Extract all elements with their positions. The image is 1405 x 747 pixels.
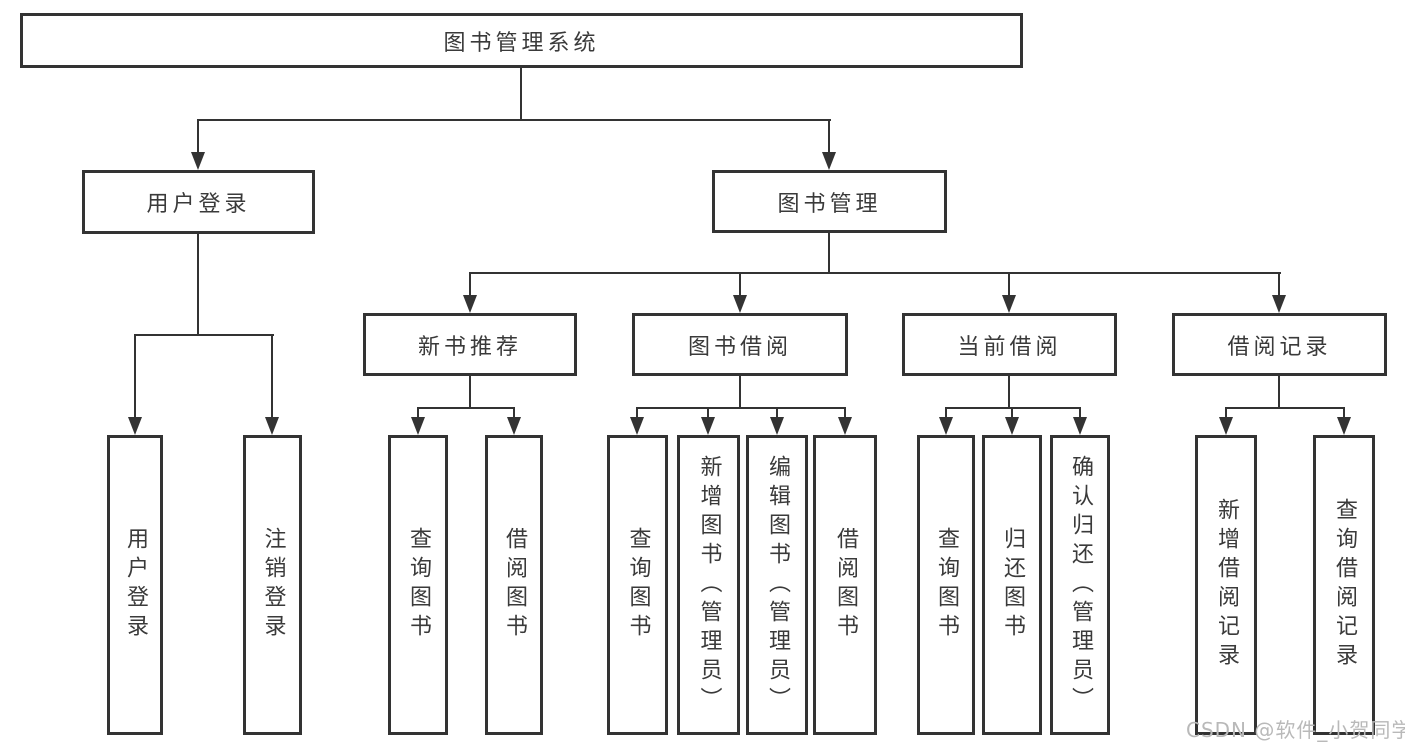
- connector-line: [636, 407, 638, 419]
- connector-line: [134, 334, 136, 418]
- connector-line: [469, 272, 1281, 274]
- connector-line: [469, 272, 471, 296]
- arrow-down-icon: [1272, 295, 1286, 313]
- arrow-down-icon: [191, 152, 205, 170]
- arrow-down-icon: [128, 417, 142, 435]
- leaf-add-books-admin: 新增图书（管理员）: [677, 435, 740, 735]
- connector-line: [1079, 407, 1081, 419]
- leaf-return-books: 归还图书: [982, 435, 1042, 735]
- arrow-down-icon: [507, 417, 521, 435]
- connector-line: [417, 407, 515, 409]
- node-book-management: 图书管理: [712, 170, 947, 233]
- connector-line: [1011, 407, 1013, 419]
- leaf-query-books-current: 查询图书: [917, 435, 975, 735]
- arrow-down-icon: [701, 417, 715, 435]
- connector-line: [636, 407, 846, 409]
- node-root: 图书管理系统: [20, 13, 1023, 68]
- connector-line: [197, 119, 831, 121]
- leaf-borrow-books-borrowing: 借阅图书: [813, 435, 877, 735]
- arrow-down-icon: [770, 417, 784, 435]
- leaf-query-borrow-record: 查询借阅记录: [1313, 435, 1375, 735]
- node-borrowing-records: 借阅记录: [1172, 313, 1387, 376]
- arrow-down-icon: [939, 417, 953, 435]
- connector-line: [945, 407, 1081, 409]
- connector-line: [520, 68, 522, 121]
- connector-line: [739, 272, 741, 296]
- connector-line: [197, 119, 199, 153]
- arrow-down-icon: [411, 417, 425, 435]
- arrow-down-icon: [265, 417, 279, 435]
- connector-line: [1278, 272, 1280, 296]
- connector-line: [417, 407, 419, 419]
- arrow-down-icon: [1219, 417, 1233, 435]
- connector-line: [134, 334, 274, 336]
- node-current-borrowing: 当前借阅: [902, 313, 1117, 376]
- arrow-down-icon: [463, 295, 477, 313]
- leaf-borrow-books-recommend: 借阅图书: [485, 435, 543, 735]
- leaf-confirm-return-admin: 确认归还（管理员）: [1050, 435, 1110, 735]
- connector-line: [513, 407, 515, 419]
- node-new-book-recommend: 新书推荐: [363, 313, 577, 376]
- leaf-edit-books-admin: 编辑图书（管理员）: [746, 435, 808, 735]
- connector-line: [828, 119, 830, 153]
- connector-line: [271, 334, 273, 418]
- arrow-down-icon: [733, 295, 747, 313]
- connector-line: [707, 407, 709, 419]
- connector-line: [945, 407, 947, 419]
- connector-line: [1225, 407, 1227, 419]
- connector-line: [776, 407, 778, 419]
- watermark: CSDN @软件_小贺同学: [1186, 718, 1405, 742]
- connector-line: [1278, 376, 1280, 409]
- connector-line: [1008, 376, 1010, 409]
- leaf-logout: 注销登录: [243, 435, 302, 735]
- connector-line: [1008, 272, 1010, 296]
- connector-line: [469, 376, 471, 409]
- arrow-down-icon: [1073, 417, 1087, 435]
- connector-line: [1225, 407, 1345, 409]
- arrow-down-icon: [838, 417, 852, 435]
- leaf-query-books-borrowing: 查询图书: [607, 435, 668, 735]
- connector-line: [197, 233, 199, 336]
- connector-line: [1343, 407, 1345, 419]
- leaf-user-login: 用户登录: [107, 435, 163, 735]
- arrow-down-icon: [1002, 295, 1016, 313]
- connector-line: [828, 233, 830, 274]
- arrow-down-icon: [822, 152, 836, 170]
- node-user-login: 用户登录: [82, 170, 315, 234]
- connector-line: [844, 407, 846, 419]
- arrow-down-icon: [1005, 417, 1019, 435]
- arrow-down-icon: [1337, 417, 1351, 435]
- node-book-borrowing: 图书借阅: [632, 313, 848, 376]
- leaf-query-books-recommend: 查询图书: [388, 435, 448, 735]
- leaf-add-borrow-record: 新增借阅记录: [1195, 435, 1257, 735]
- connector-line: [739, 376, 741, 409]
- arrow-down-icon: [630, 417, 644, 435]
